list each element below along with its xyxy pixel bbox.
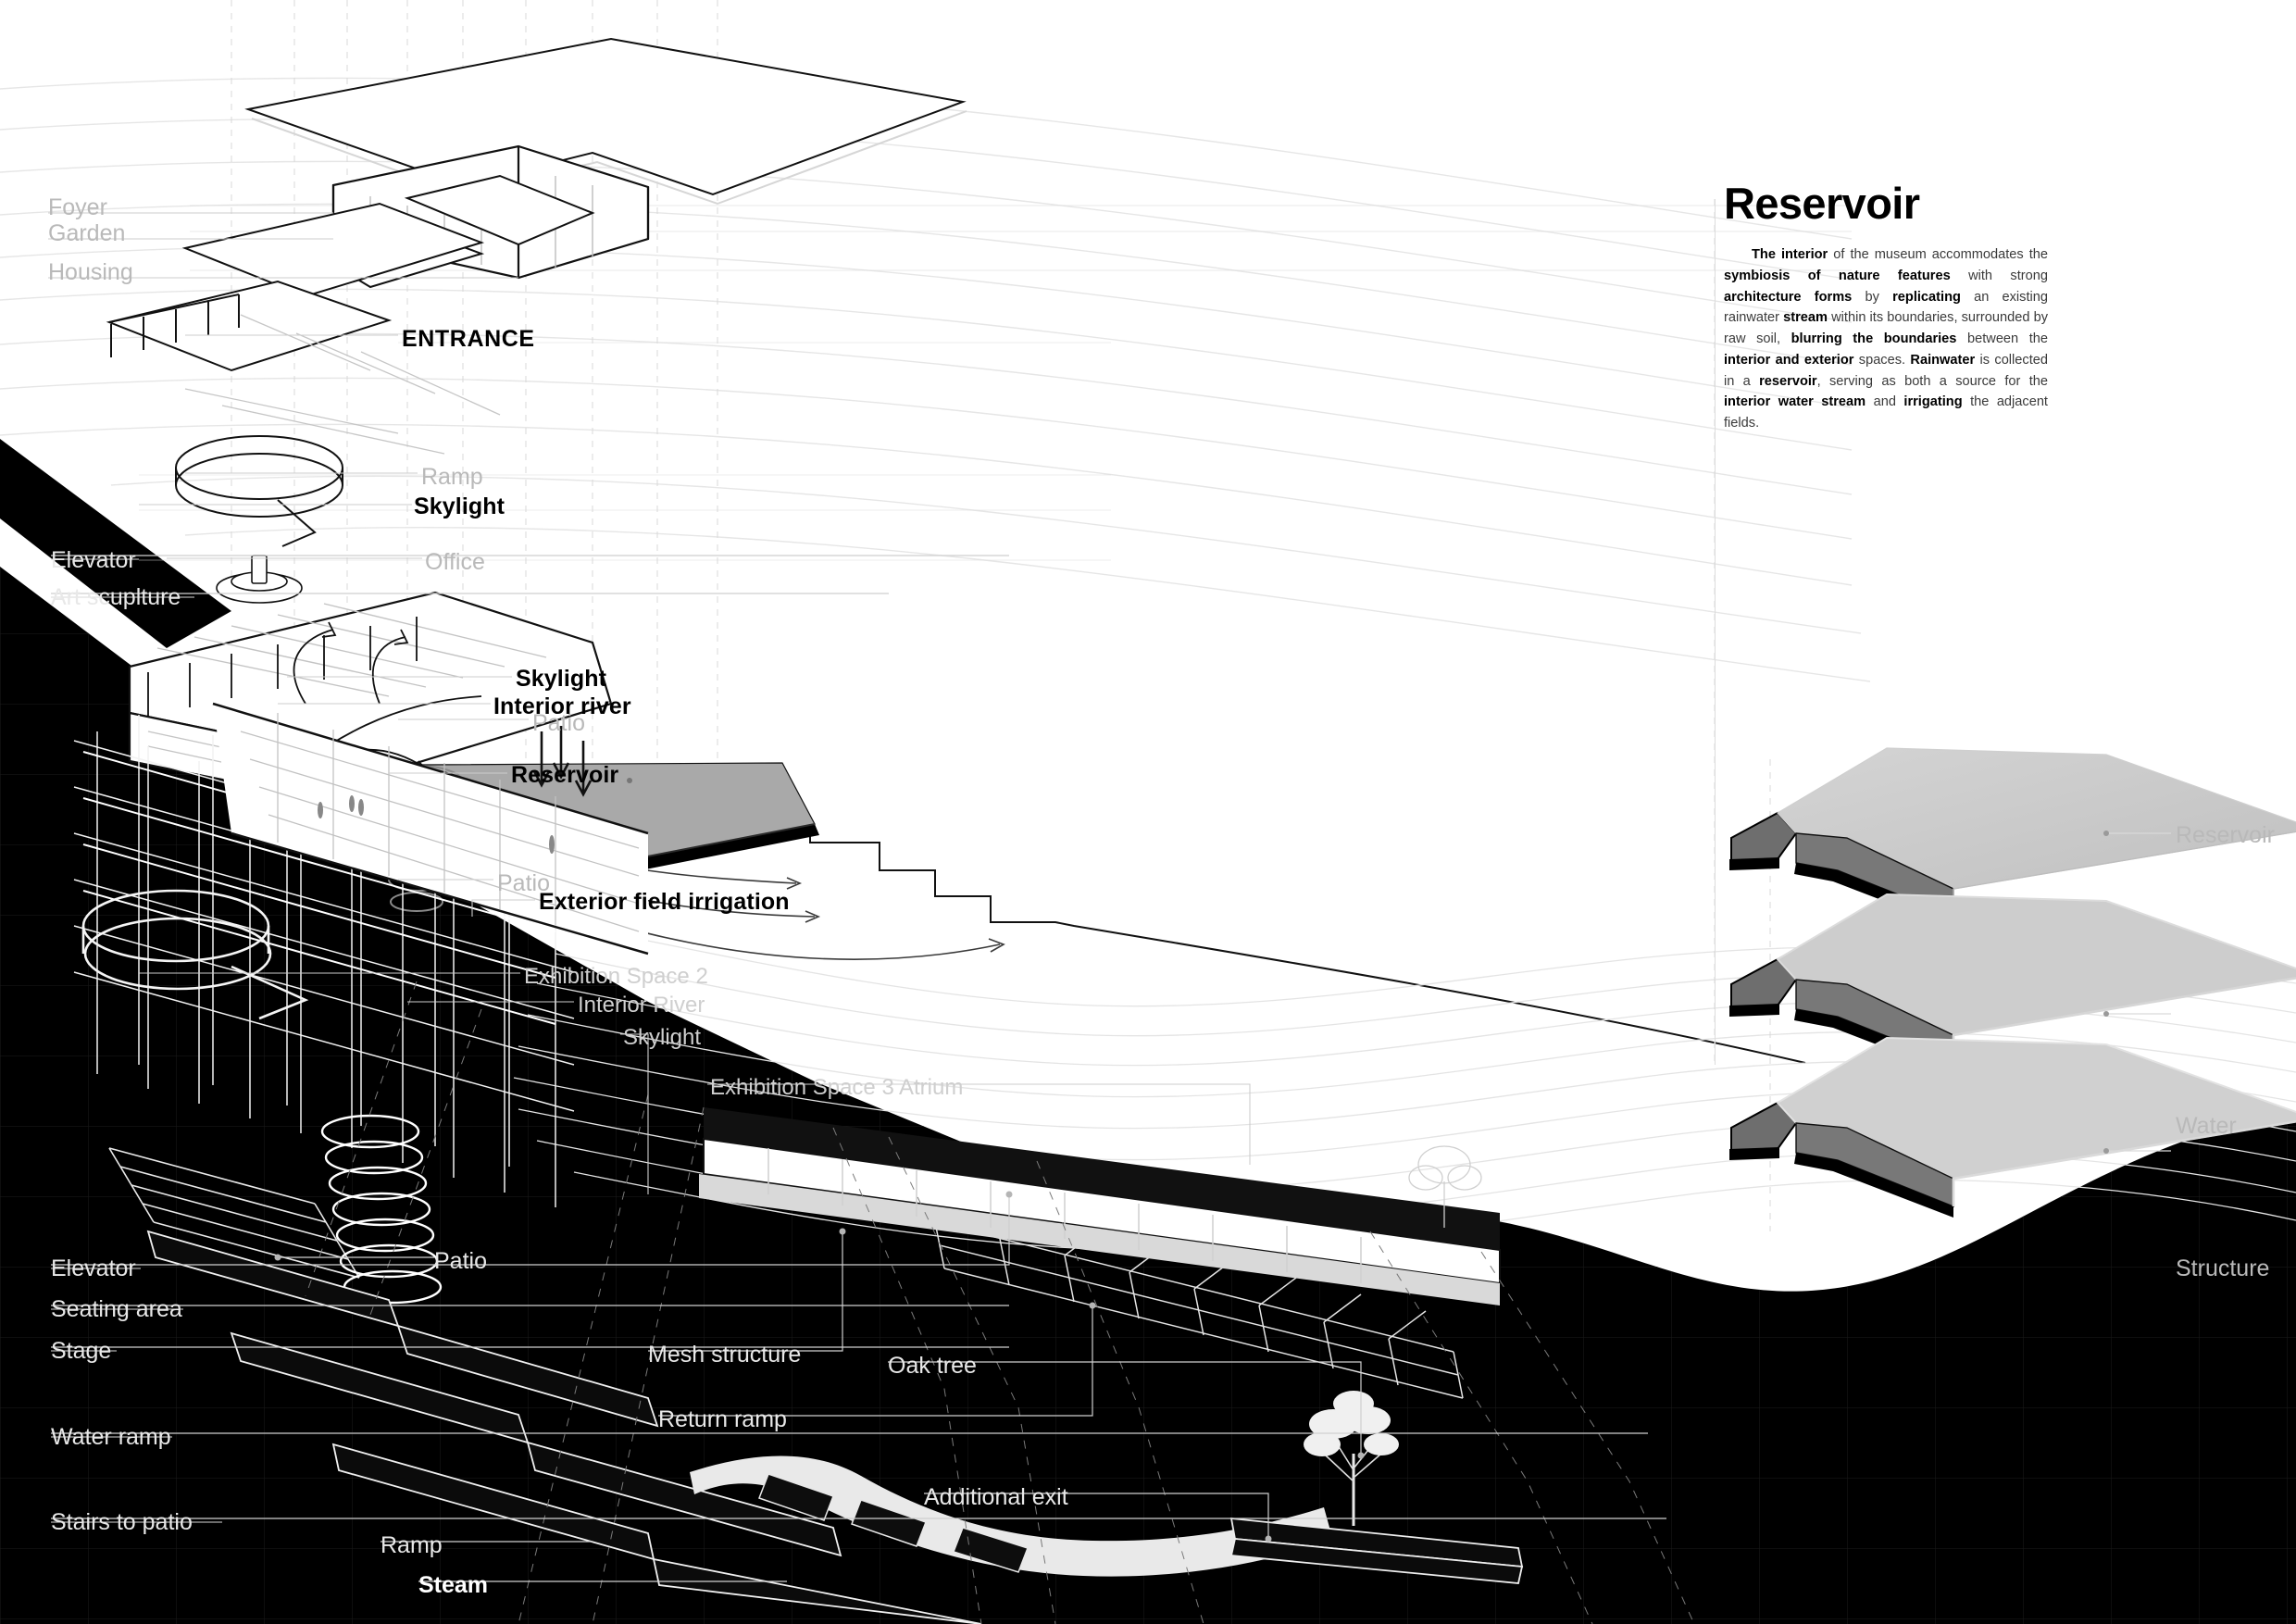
label-steam: Steam [418, 1572, 489, 1598]
label-patio: Patio [532, 710, 585, 736]
bottom-ramp-system [146, 1230, 982, 1624]
label-interior-river: Interior river [493, 693, 631, 719]
label-reservoir: Reservoir [2176, 822, 2275, 848]
slab-leader-dots [2103, 831, 2109, 1154]
museum-mullions [147, 617, 418, 717]
entrance-ramp-spiral [175, 435, 343, 547]
label-seating-area: Seating area [51, 1296, 182, 1322]
human-figures [318, 795, 555, 854]
exploded-slab-structure [1729, 1036, 2296, 1218]
entrance-deck-lines [184, 314, 501, 455]
panel-body-text: The interior of the museum accommodates … [1724, 247, 2049, 431]
entrance-platform [106, 202, 485, 372]
label-elevator: Elevator [51, 547, 136, 573]
exhibition-deck-columns [767, 1148, 1362, 1283]
white-label-underlines [51, 558, 222, 1523]
label-water-ramp: Water ramp [51, 1424, 171, 1450]
interior-section-plane [212, 702, 649, 956]
reservoir-text-panel: Reservoir The interior of the museum acc… [1724, 181, 2048, 434]
dark-leaders [48, 212, 1251, 1194]
label-atrium: Atrium [899, 1075, 964, 1100]
label-skylight: Skylight [623, 1025, 702, 1050]
label-garden: Garden [48, 220, 126, 246]
leader-dots-dark [627, 778, 632, 783]
slab-leader-lines [2106, 832, 2171, 1152]
label-art-scuplture: Art scuplture [51, 584, 181, 610]
label-stairs-to-patio: Stairs to patio [51, 1509, 193, 1535]
label-ramp: Ramp [381, 1532, 443, 1558]
interior-section-detail [240, 713, 640, 932]
water-ramp-coil [320, 1114, 443, 1305]
white-leaders [51, 555, 1666, 1582]
label-oak-tree: Oak tree [888, 1353, 977, 1379]
page-title: Reservoir [1724, 179, 1920, 228]
art-sculpture [216, 555, 303, 604]
label-entrance: ENTRANCE [402, 326, 535, 352]
label-patio: Patio [497, 870, 550, 896]
label-skylight: Skylight [414, 493, 505, 519]
panel-divider-rule [1715, 199, 1716, 1065]
entrance-rails [108, 294, 240, 357]
oak-tree-deck [1408, 1145, 1482, 1228]
hillside-step-edge [685, 791, 1806, 1064]
lower-spiral-ramp [81, 889, 309, 1020]
steam-deck-plates [758, 1473, 1029, 1573]
roof-plane-upper-shadow [251, 110, 967, 206]
label-exhibition-space-3: Exhibition Space 3 [710, 1075, 894, 1100]
stairs-to-patio [108, 1147, 360, 1279]
steam-surface [690, 1455, 1333, 1577]
label-mesh-structure: Mesh structure [648, 1342, 802, 1368]
label-skylight: Skylight [516, 666, 607, 692]
additional-exit-deck [1229, 1517, 1524, 1584]
label-patio: Patio [434, 1248, 487, 1274]
oak-tree [1304, 1391, 1399, 1526]
label-stage: Stage [51, 1338, 112, 1364]
label-ramp: Ramp [421, 464, 483, 490]
label-reservoir: Reservoir [511, 762, 619, 788]
label-additional-exit: Additional exit [924, 1484, 1068, 1510]
label-office: Office [425, 549, 485, 575]
projection-dashes [305, 981, 1695, 1624]
rainfall-arrows [532, 726, 593, 797]
exhibition-deck [699, 1107, 1501, 1305]
label-foyer: Foyer [48, 194, 107, 220]
label-water: Water [2176, 1113, 2237, 1139]
label-exhibition-space-2: Exhibition Space 2 [524, 964, 708, 989]
label-elevator: Elevator [51, 1255, 136, 1281]
label-interior-river: Interior River [578, 993, 705, 1018]
label-return-ramp: Return ramp [658, 1406, 787, 1432]
label-housing: Housing [48, 259, 133, 285]
label-exterior-field-irrigation: Exterior field irrigation [539, 889, 790, 915]
mesh-structure [934, 1193, 1464, 1399]
label-structure: Structure [2176, 1255, 2270, 1281]
leader-dots-white [274, 1191, 1365, 1543]
